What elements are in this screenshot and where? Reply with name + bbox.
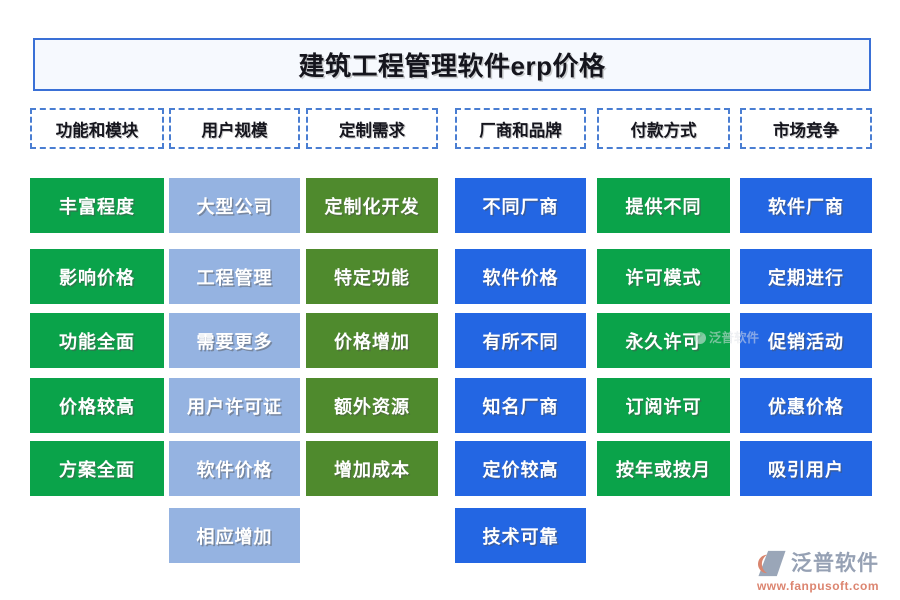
topic-cell-col2-row5: 软件价格 [169,441,300,496]
topic-cell-col2-row2: 工程管理 [169,249,300,304]
topic-cell-col4-row5: 定价较高 [455,441,586,496]
topic-cell-col1-row1: 丰富程度 [30,178,164,233]
topic-cell-col5-row4: 订阅许可 [597,378,730,433]
topic-cell-col2-row1: 大型公司 [169,178,300,233]
title-box: 建筑工程管理软件erp价格 [33,38,871,91]
column-header-5: 付款方式 [597,108,730,149]
topic-cell-col6-row2: 定期进行 [740,249,872,304]
logo-url: www.fanpusoft.com [756,579,880,593]
column-header-1: 功能和模块 [30,108,164,149]
topic-cell-col4-row6: 技术可靠 [455,508,586,563]
topic-cell-col1-row4: 价格较高 [30,378,164,433]
column-header-4: 厂商和品牌 [455,108,586,149]
topic-cell-col2-row6: 相应增加 [169,508,300,563]
topic-cell-col2-row4: 用户许可证 [169,378,300,433]
topic-cell-col1-row5: 方案全面 [30,441,164,496]
topic-cell-col1-row3: 功能全面 [30,313,164,368]
topic-cell-col6-row4: 优惠价格 [740,378,872,433]
topic-cell-col5-row2: 许可模式 [597,249,730,304]
logo-row: 泛普软件 [757,549,879,578]
topic-cell-col5-row5: 按年或按月 [597,441,730,496]
topic-cell-col3-row5: 增加成本 [306,441,438,496]
column-header-3: 定制需求 [306,108,438,149]
topic-cell-col3-row4: 额外资源 [306,378,438,433]
topic-cell-col5-row3: 永久许可 [597,313,730,368]
topic-cell-col4-row1: 不同厂商 [455,178,586,233]
topic-cell-col4-row3: 有所不同 [455,313,586,368]
topic-cell-col3-row2: 特定功能 [306,249,438,304]
topic-cell-col6-row5: 吸引用户 [740,441,872,496]
topic-cell-col6-row3: 促销活动 [740,313,872,368]
logo-name: 泛普软件 [791,551,879,575]
topic-cell-col5-row1: 提供不同 [597,178,730,233]
page-title: 建筑工程管理软件erp价格 [298,51,606,81]
topic-cell-col1-row2: 影响价格 [30,249,164,304]
fanpu-logo: 泛普软件 www.fanpusoft.com [748,549,888,593]
column-header-2: 用户规模 [169,108,300,149]
topic-cell-col2-row3: 需要更多 [169,313,300,368]
topic-cell-col3-row3: 价格增加 [306,313,438,368]
fanpu-logo-icon [757,550,786,577]
topic-cell-col4-row4: 知名厂商 [455,378,586,433]
topic-cell-col6-row1: 软件厂商 [740,178,872,233]
column-header-6: 市场竞争 [740,108,872,149]
topic-cell-col4-row2: 软件价格 [455,249,586,304]
topic-cell-col3-row1: 定制化开发 [306,178,438,233]
